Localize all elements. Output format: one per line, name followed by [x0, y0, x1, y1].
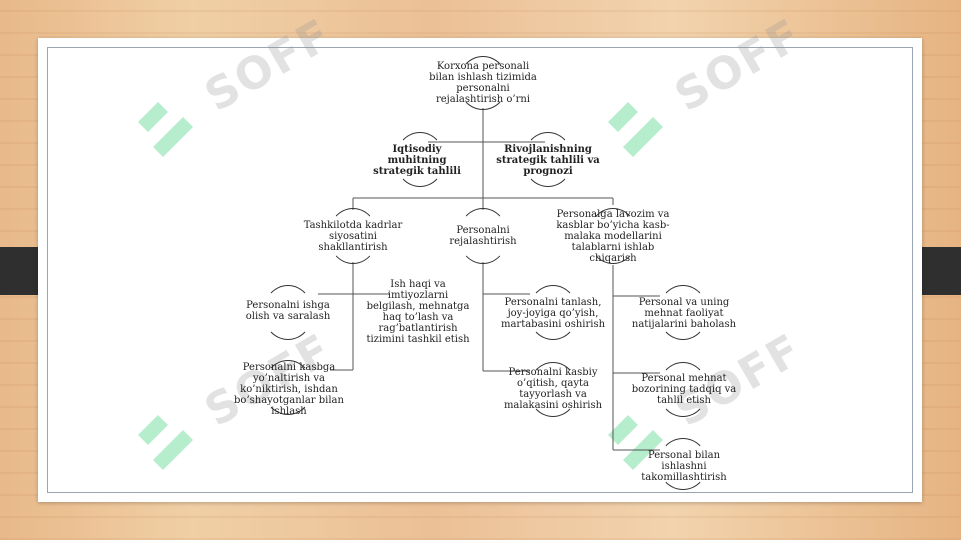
right-node-improve: Personal bilan ishlashni takomillashtiri…	[641, 449, 727, 483]
level2-node-policy: Tashkilotda kadrlar siyosatini shakllant…	[303, 219, 403, 253]
node-ring	[658, 438, 708, 490]
left-node-recruit: Personalni ishga olish va saralash	[245, 300, 331, 322]
node-ring	[658, 362, 708, 417]
middle-node-train: Personalni kasbiy o’qitish, qayta tayyor…	[503, 367, 603, 411]
node-ring	[588, 208, 638, 264]
root-node: Korxona personali bilan ishlash tizimida…	[429, 61, 537, 105]
slide-frame	[47, 47, 913, 493]
node-ring	[528, 362, 578, 417]
node-ring	[395, 132, 445, 187]
level1-node-development: Rivojlanishning strategik tahlili va pro…	[496, 143, 600, 177]
left-node-pay: Ish haqi va imtiyozlarni belgilash, mehn…	[366, 279, 470, 345]
left-node-orient: Personalni kasbga yo’naltirish va ko’nik…	[234, 361, 344, 417]
node-ring	[458, 208, 508, 264]
level2-node-models: Personalga lavozim va kasblar bo’yicha k…	[556, 208, 670, 264]
node-ring	[263, 285, 313, 340]
middle-node-select: Personalni tanlash, joy-joyiga qo’yish, …	[500, 296, 606, 330]
right-node-evaluate: Personal va uning mehnat faoliyat natija…	[631, 296, 737, 330]
node-ring	[523, 132, 573, 187]
slide-paper	[38, 38, 922, 502]
node-ring	[263, 360, 313, 415]
node-ring	[328, 208, 378, 264]
level1-node-economic: Iqtisodiy muhitning strategik tahlili	[373, 143, 461, 177]
node-ring	[528, 285, 578, 340]
node-ring	[658, 285, 708, 340]
node-ring	[458, 56, 508, 110]
right-node-market: Personal mehnat bozorining tadqiq va tah…	[631, 372, 737, 406]
level2-node-planning: Personalni rejalashtirish	[449, 225, 517, 247]
